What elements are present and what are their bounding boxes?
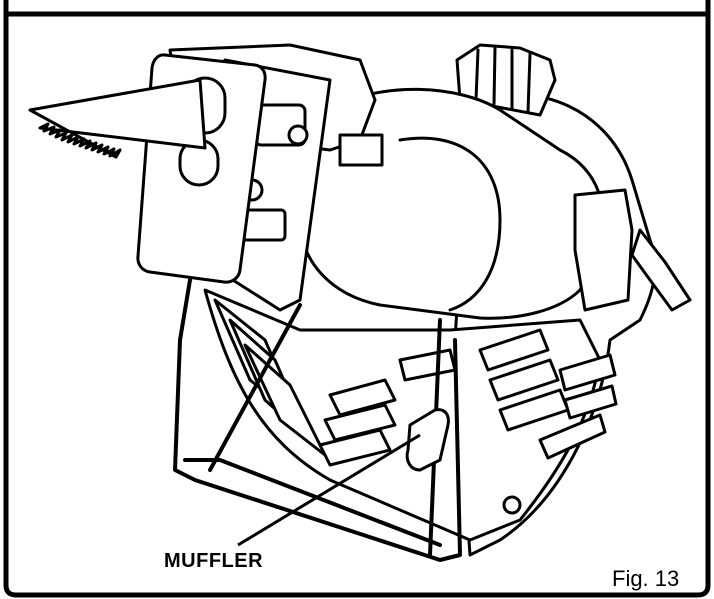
shroud-side-panel [573, 188, 634, 312]
muffler [405, 408, 450, 472]
cooling-fins-left [213, 298, 327, 457]
cooling-fins-grid [318, 328, 618, 467]
muffler-callout-label: MUFFLER [164, 550, 264, 572]
figure-caption: Fig. 13 [612, 566, 680, 591]
carburetor-detail [238, 103, 384, 242]
shroud-inner-edge [398, 136, 502, 312]
panel-border [3, 0, 711, 598]
fuel-cap-ridges [474, 46, 532, 114]
stand-frame [173, 278, 462, 562]
stand-frame-cross [183, 458, 442, 547]
muffler-leader-line [237, 433, 421, 547]
mounting-bolt [502, 495, 522, 515]
blade-tool [28, 78, 207, 159]
stand-strut-left [208, 303, 302, 472]
